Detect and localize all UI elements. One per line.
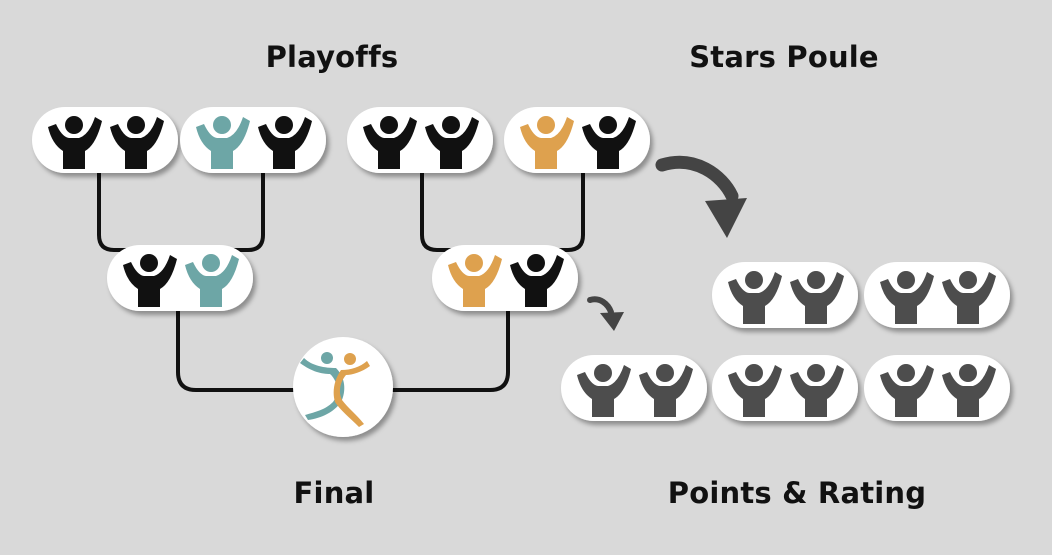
player-cheering-icon	[880, 364, 934, 417]
player-cheering-icon	[110, 116, 164, 169]
heading-stars-poule: Stars Poule	[689, 40, 879, 74]
team-pair-pill	[712, 355, 858, 421]
player-cheering-icon	[942, 271, 996, 324]
curved-arrow-icon	[655, 155, 739, 203]
player-cheering-icon	[880, 271, 934, 324]
player-cheering-icon	[582, 116, 636, 169]
heading-playoffs: Playoffs	[265, 40, 399, 74]
player-cheering-icon	[728, 271, 782, 324]
celebrating-player-teal-icon	[300, 352, 345, 420]
team-pair-pill	[347, 107, 493, 173]
player-cheering-icon	[639, 364, 693, 417]
team-pair-pill	[432, 245, 578, 311]
team-pair-pill	[180, 107, 326, 173]
player-cheering-icon	[448, 254, 502, 307]
player-cheering-icon	[510, 254, 564, 307]
player-cheering-icon	[48, 116, 102, 169]
team-pair-pill	[32, 107, 178, 173]
player-cheering-icon	[363, 116, 417, 169]
team-pair-pill	[504, 107, 650, 173]
player-cheering-icon	[577, 364, 631, 417]
final-badge	[293, 337, 393, 437]
player-cheering-icon	[942, 364, 996, 417]
player-cheering-icon	[123, 254, 177, 307]
player-cheering-icon	[258, 116, 312, 169]
heading-final: Final	[293, 476, 375, 510]
small-curved-arrow-icon	[587, 296, 614, 315]
connector-r1-left	[97, 170, 265, 252]
player-cheering-icon	[185, 254, 239, 307]
player-cheering-icon	[790, 271, 844, 324]
player-cheering-icon	[728, 364, 782, 417]
team-pair-pill	[561, 355, 707, 421]
team-pair-pill	[107, 245, 253, 311]
team-pair-pill	[864, 355, 1010, 421]
small-arrowhead-icon	[600, 312, 624, 331]
connector-r1-right	[420, 170, 585, 252]
player-cheering-icon	[196, 116, 250, 169]
arrowhead-icon	[705, 198, 747, 238]
team-pair-pill	[864, 262, 1010, 328]
celebrating-player-orange-icon	[333, 353, 370, 427]
team-pair-pill	[712, 262, 858, 328]
two-players-celebrating-icon	[300, 352, 370, 427]
heading-points-rating: Points & Rating	[667, 476, 927, 510]
player-cheering-icon	[520, 116, 574, 169]
player-cheering-icon	[425, 116, 479, 169]
connector-final	[176, 308, 510, 392]
player-cheering-icon	[790, 364, 844, 417]
